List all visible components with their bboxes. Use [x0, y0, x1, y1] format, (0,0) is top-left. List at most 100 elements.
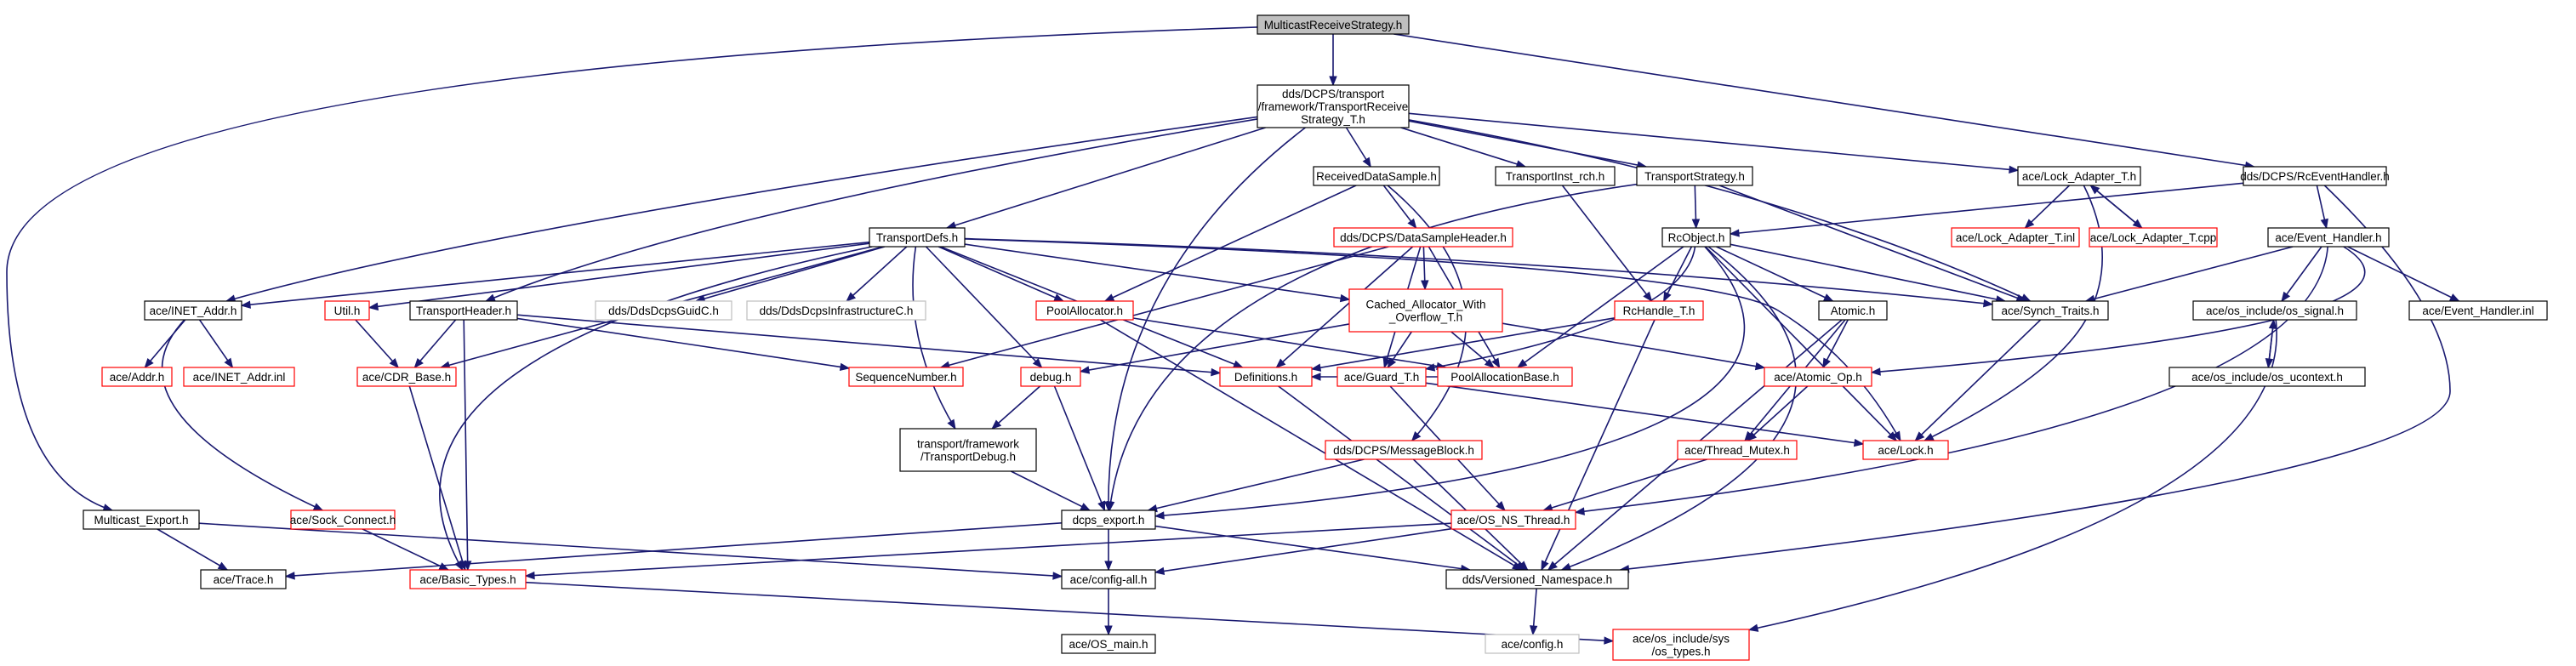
edge-rceventhandler-to-rcobject: [1729, 182, 2244, 237]
edge-trs_t-to-transportheader: [485, 118, 1258, 302]
node-trs-t[interactable]: dds/DCPS/transport/framework/TransportRe…: [1257, 84, 1410, 128]
edge-rcobject-to-poolallocationbase: [1517, 246, 1684, 368]
edge-os_ucontext-to-os_signal: [2267, 318, 2277, 368]
node-util[interactable]: Util.h: [324, 300, 370, 321]
edge-lock_adapter_t-to-lock_adapter_inl: [2024, 185, 2071, 229]
edge-rcobject-to-ace_lock: [1705, 246, 1898, 441]
node-ddsdcpsinfrac: dds/DdsDcpsInfrastructureC.h: [746, 300, 926, 321]
node-rchandle-t[interactable]: RcHandle_T.h: [1614, 300, 1704, 321]
node-cdr-base[interactable]: ace/CDR_Base.h: [356, 367, 457, 387]
edge-config_all-to-os_main: [1104, 589, 1113, 636]
node-multicast-export[interactable]: Multicast_Export.h: [83, 509, 200, 530]
node-cached-allocator[interactable]: Cached_Allocator_With_Overflow_T.h: [1348, 288, 1503, 333]
edge-cdr_base-to-basic_types: [408, 385, 467, 572]
node-lock-adapter-cpp[interactable]: ace/Lock_Adapter_T.cpp: [2089, 227, 2218, 248]
edge-root-to-multicast_export: [6, 26, 1258, 512]
edge-guard_t-to-ace_lock: [1425, 382, 1865, 447]
node-label: ace/Synch_Traits.h: [2001, 305, 2099, 317]
node-os-ns-thread[interactable]: ace/OS_NS_Thread.h: [1450, 509, 1576, 530]
edge-transportstrategy-to-dcps_export: [1106, 183, 1638, 512]
node-inet-addr[interactable]: ace/INET_Addr.h: [144, 300, 242, 321]
node-atomic-op[interactable]: ace/Atomic_Op.h: [1764, 367, 1872, 387]
node-poolallocator[interactable]: PoolAllocator.h: [1035, 300, 1134, 321]
node-dcps-export[interactable]: dcps_export.h: [1061, 509, 1156, 530]
node-synch-traits[interactable]: ace/Synch_Traits.h: [1992, 300, 2109, 321]
edge-util-to-cdr_base: [355, 319, 400, 369]
node-transportheader[interactable]: TransportHeader.h: [409, 300, 518, 321]
node-transportdefs[interactable]: TransportDefs.h: [869, 227, 966, 248]
edge-transportdefs-to-transportdebug: [912, 246, 956, 430]
node-label: ace/Event_Handler.inl: [2422, 305, 2533, 317]
node-ace-lock[interactable]: ace/Lock.h: [1862, 440, 1949, 460]
node-guard-t[interactable]: ace/Guard_T.h: [1336, 367, 1427, 387]
node-label: TransportHeader.h: [416, 305, 511, 317]
node-label: Util.h: [334, 305, 361, 317]
node-config-all[interactable]: ace/config-all.h: [1061, 569, 1156, 589]
node-ddsdcpsguidc: dds/DdsDcpsGuidC.h: [595, 300, 732, 321]
node-transportdebug[interactable]: transport/framework/TransportDebug.h: [899, 428, 1037, 472]
edge-rcobject-to-rchandle_t: [1662, 246, 1693, 303]
edge-transportheader-to-definitions: [516, 314, 1222, 377]
node-sock-connect[interactable]: ace/Sock_Connect.h: [290, 509, 396, 530]
node-label: dds/Versioned_Namespace.h: [1462, 573, 1612, 586]
edge-event_handler-to-synch_traits: [2084, 246, 2294, 303]
edge-synch_traits-to-ace_lock: [1914, 319, 2042, 441]
node-receiveddatasample[interactable]: ReceivedDataSample.h: [1313, 166, 1440, 186]
node-label: ace/config-all.h: [1070, 573, 1148, 586]
edge-transportdefs-to-ddsdcpsguidc: [694, 246, 886, 303]
edge-messageblock-to-dcps_export: [1147, 458, 1365, 513]
node-poolallocationbase[interactable]: PoolAllocationBase.h: [1437, 367, 1573, 387]
edge-transportdefs-to-synch_traits: [964, 237, 1994, 308]
edge-cached_allocator-to-guard_t: [1387, 331, 1412, 369]
node-os-signal[interactable]: ace/os_include/os_signal.h: [2192, 300, 2357, 321]
node-os-ucontext[interactable]: ace/os_include/os_ucontext.h: [2169, 367, 2366, 387]
node-label: ace/INET_Addr.inl: [193, 371, 286, 384]
node-os-types[interactable]: ace/os_include/sys/os_types.h: [1612, 629, 1750, 661]
edge-transportdefs-to-basic_types: [439, 246, 873, 572]
node-label: ace/Event_Handler.h: [2275, 231, 2381, 244]
edge-os_ns_thread-to-config_all: [1154, 527, 1452, 576]
node-label: ace/INET_Addr.h: [150, 305, 237, 317]
node-definitions[interactable]: Definitions.h: [1219, 367, 1313, 387]
node-atomic[interactable]: Atomic.h: [1818, 300, 1888, 321]
node-versioned-ns[interactable]: dds/Versioned_Namespace.h: [1445, 569, 1629, 589]
node-datasampleheader[interactable]: dds/DCPS/DataSampleHeader.h: [1333, 227, 1513, 248]
edge-rchandle_t-to-versioned_ns: [1541, 319, 1656, 572]
node-transportinst-rch[interactable]: TransportInst_rch.h: [1495, 166, 1616, 186]
node-rcobject[interactable]: RcObject.h: [1661, 227, 1731, 248]
node-label: ace/Lock_Adapter_T.h: [2022, 170, 2136, 183]
node-event-handler-inl[interactable]: ace/Event_Handler.inl: [2408, 300, 2548, 321]
node-basic-types[interactable]: ace/Basic_Types.h: [409, 569, 527, 589]
node-event-handler[interactable]: ace/Event_Handler.h: [2267, 227, 2390, 248]
node-debug[interactable]: debug.h: [1020, 367, 1081, 387]
node-label: SequenceNumber.h: [855, 371, 956, 384]
node-sequencenumber[interactable]: SequenceNumber.h: [848, 367, 964, 387]
node-inet-addr-inl[interactable]: ace/INET_Addr.inl: [183, 367, 295, 387]
edge-lock_adapter_cpp-to-lock_adapter_t: [2089, 185, 2143, 229]
edge-transportdefs-to-ace_lock: [964, 238, 1901, 442]
edge-definitions-to-versioned_ns: [1278, 385, 1526, 571]
node-label: dds/DCPS/RcEventHandler.h: [2240, 170, 2390, 183]
node-label: ace/Lock_Adapter_T.inl: [1956, 231, 2075, 244]
edge-os_ns_thread-to-basic_types: [524, 522, 1452, 580]
edge-root-to-rceventhandler: [1393, 33, 2256, 170]
node-lock-adapter-t[interactable]: ace/Lock_Adapter_T.h: [2017, 166, 2141, 186]
edge-transportheader-to-sequencenumber: [516, 317, 851, 372]
node-transportstrategy[interactable]: TransportStrategy.h: [1636, 166, 1753, 186]
node-os-main[interactable]: ace/OS_main.h: [1061, 634, 1156, 654]
node-label: ace/Sock_Connect.h: [290, 514, 396, 527]
node-label: Multicast_Export.h: [94, 514, 188, 527]
node-ace-trace[interactable]: ace/Trace.h: [200, 569, 287, 589]
edge-event_handler-to-os_signal: [2281, 246, 2322, 303]
node-rceventhandler[interactable]: dds/DCPS/RcEventHandler.h: [2240, 166, 2390, 186]
node-ace-addr[interactable]: ace/Addr.h: [101, 367, 173, 387]
node-label: transport/framework: [917, 438, 1019, 451]
edge-transportdefs-to-util: [368, 242, 870, 311]
edge-trs_t-to-synch_traits: [1408, 119, 2032, 302]
node-messageblock[interactable]: dds/DCPS/MessageBlock.h: [1325, 440, 1483, 460]
node-thread-mutex[interactable]: ace/Thread_Mutex.h: [1677, 440, 1798, 460]
node-lock-adapter-inl[interactable]: ace/Lock_Adapter_T.inl: [1951, 227, 2080, 248]
edge-cached_allocator-to-atomic_op: [1502, 322, 1766, 371]
node-label: ace/Lock_Adapter_T.cpp: [2090, 231, 2217, 244]
